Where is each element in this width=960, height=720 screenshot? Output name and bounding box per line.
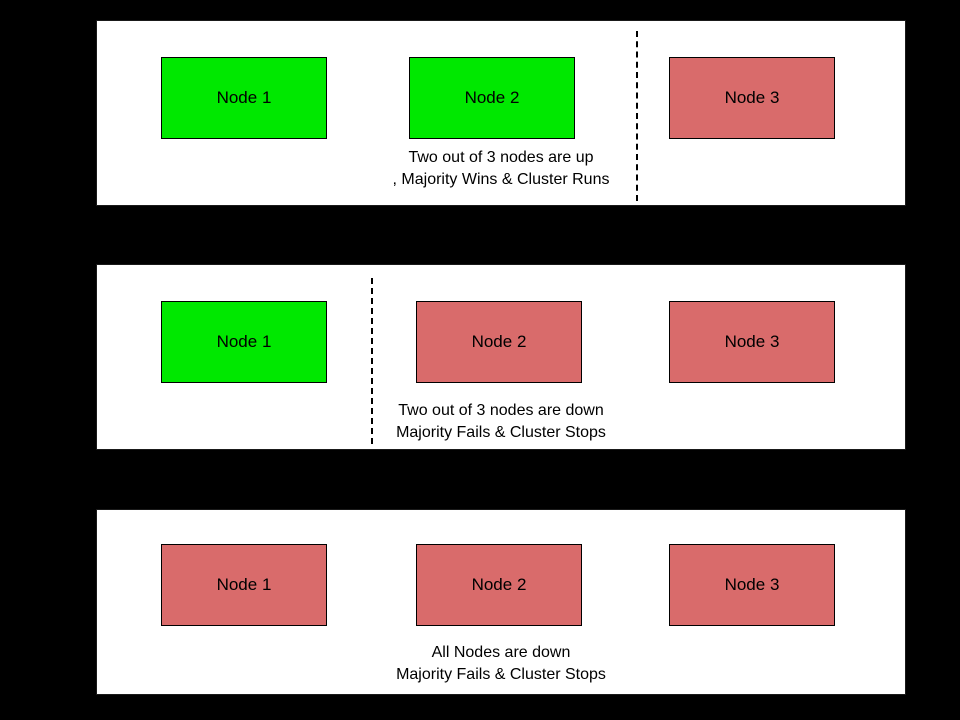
- node-label: Node 1: [216, 88, 272, 107]
- node-box: Node 3: [669, 544, 835, 626]
- caption-line-2: , Majority Wins & Cluster Runs: [392, 171, 610, 188]
- node-label: Node 1: [216, 332, 272, 351]
- caption-line-2: Majority Fails & Cluster Stops: [396, 424, 606, 441]
- node-label: Node 3: [724, 88, 780, 107]
- node-label: Node 2: [464, 88, 520, 107]
- node-label: Node 2: [471, 575, 527, 594]
- node-box: Node 3: [669, 57, 835, 139]
- node-label: Node 2: [471, 332, 527, 351]
- caption-line-2: Majority Fails & Cluster Stops: [396, 666, 606, 683]
- node-box: Node 3: [669, 301, 835, 383]
- node-label: Node 3: [724, 332, 780, 351]
- node-box: Node 1: [161, 544, 327, 626]
- scenario-panel-majority-up: Node 1 Node 2 Node 3 Two out of 3 nodes …: [96, 20, 906, 206]
- caption-line-1: Two out of 3 nodes are up: [408, 149, 594, 166]
- node-box: Node 2: [416, 301, 582, 383]
- node-box: Node 2: [416, 544, 582, 626]
- scenario-caption: Two out of 3 nodes are down Majority Fai…: [97, 400, 905, 444]
- scenario-caption: All Nodes are down Majority Fails & Clus…: [97, 642, 905, 686]
- scenario-panel-majority-down: Node 1 Node 2 Node 3 Two out of 3 nodes …: [96, 264, 906, 450]
- node-box: Node 1: [161, 57, 327, 139]
- scenario-caption: Two out of 3 nodes are up , Majority Win…: [97, 147, 905, 191]
- partition-divider-line: [371, 278, 373, 444]
- node-box: Node 2: [409, 57, 575, 139]
- scenario-panel-all-down: Node 1 Node 2 Node 3 All Nodes are down …: [96, 509, 906, 695]
- caption-line-1: Two out of 3 nodes are down: [398, 402, 604, 419]
- caption-line-1: All Nodes are down: [431, 644, 571, 661]
- node-label: Node 1: [216, 575, 272, 594]
- node-label: Node 3: [724, 575, 780, 594]
- node-box: Node 1: [161, 301, 327, 383]
- partition-divider-line: [636, 31, 638, 201]
